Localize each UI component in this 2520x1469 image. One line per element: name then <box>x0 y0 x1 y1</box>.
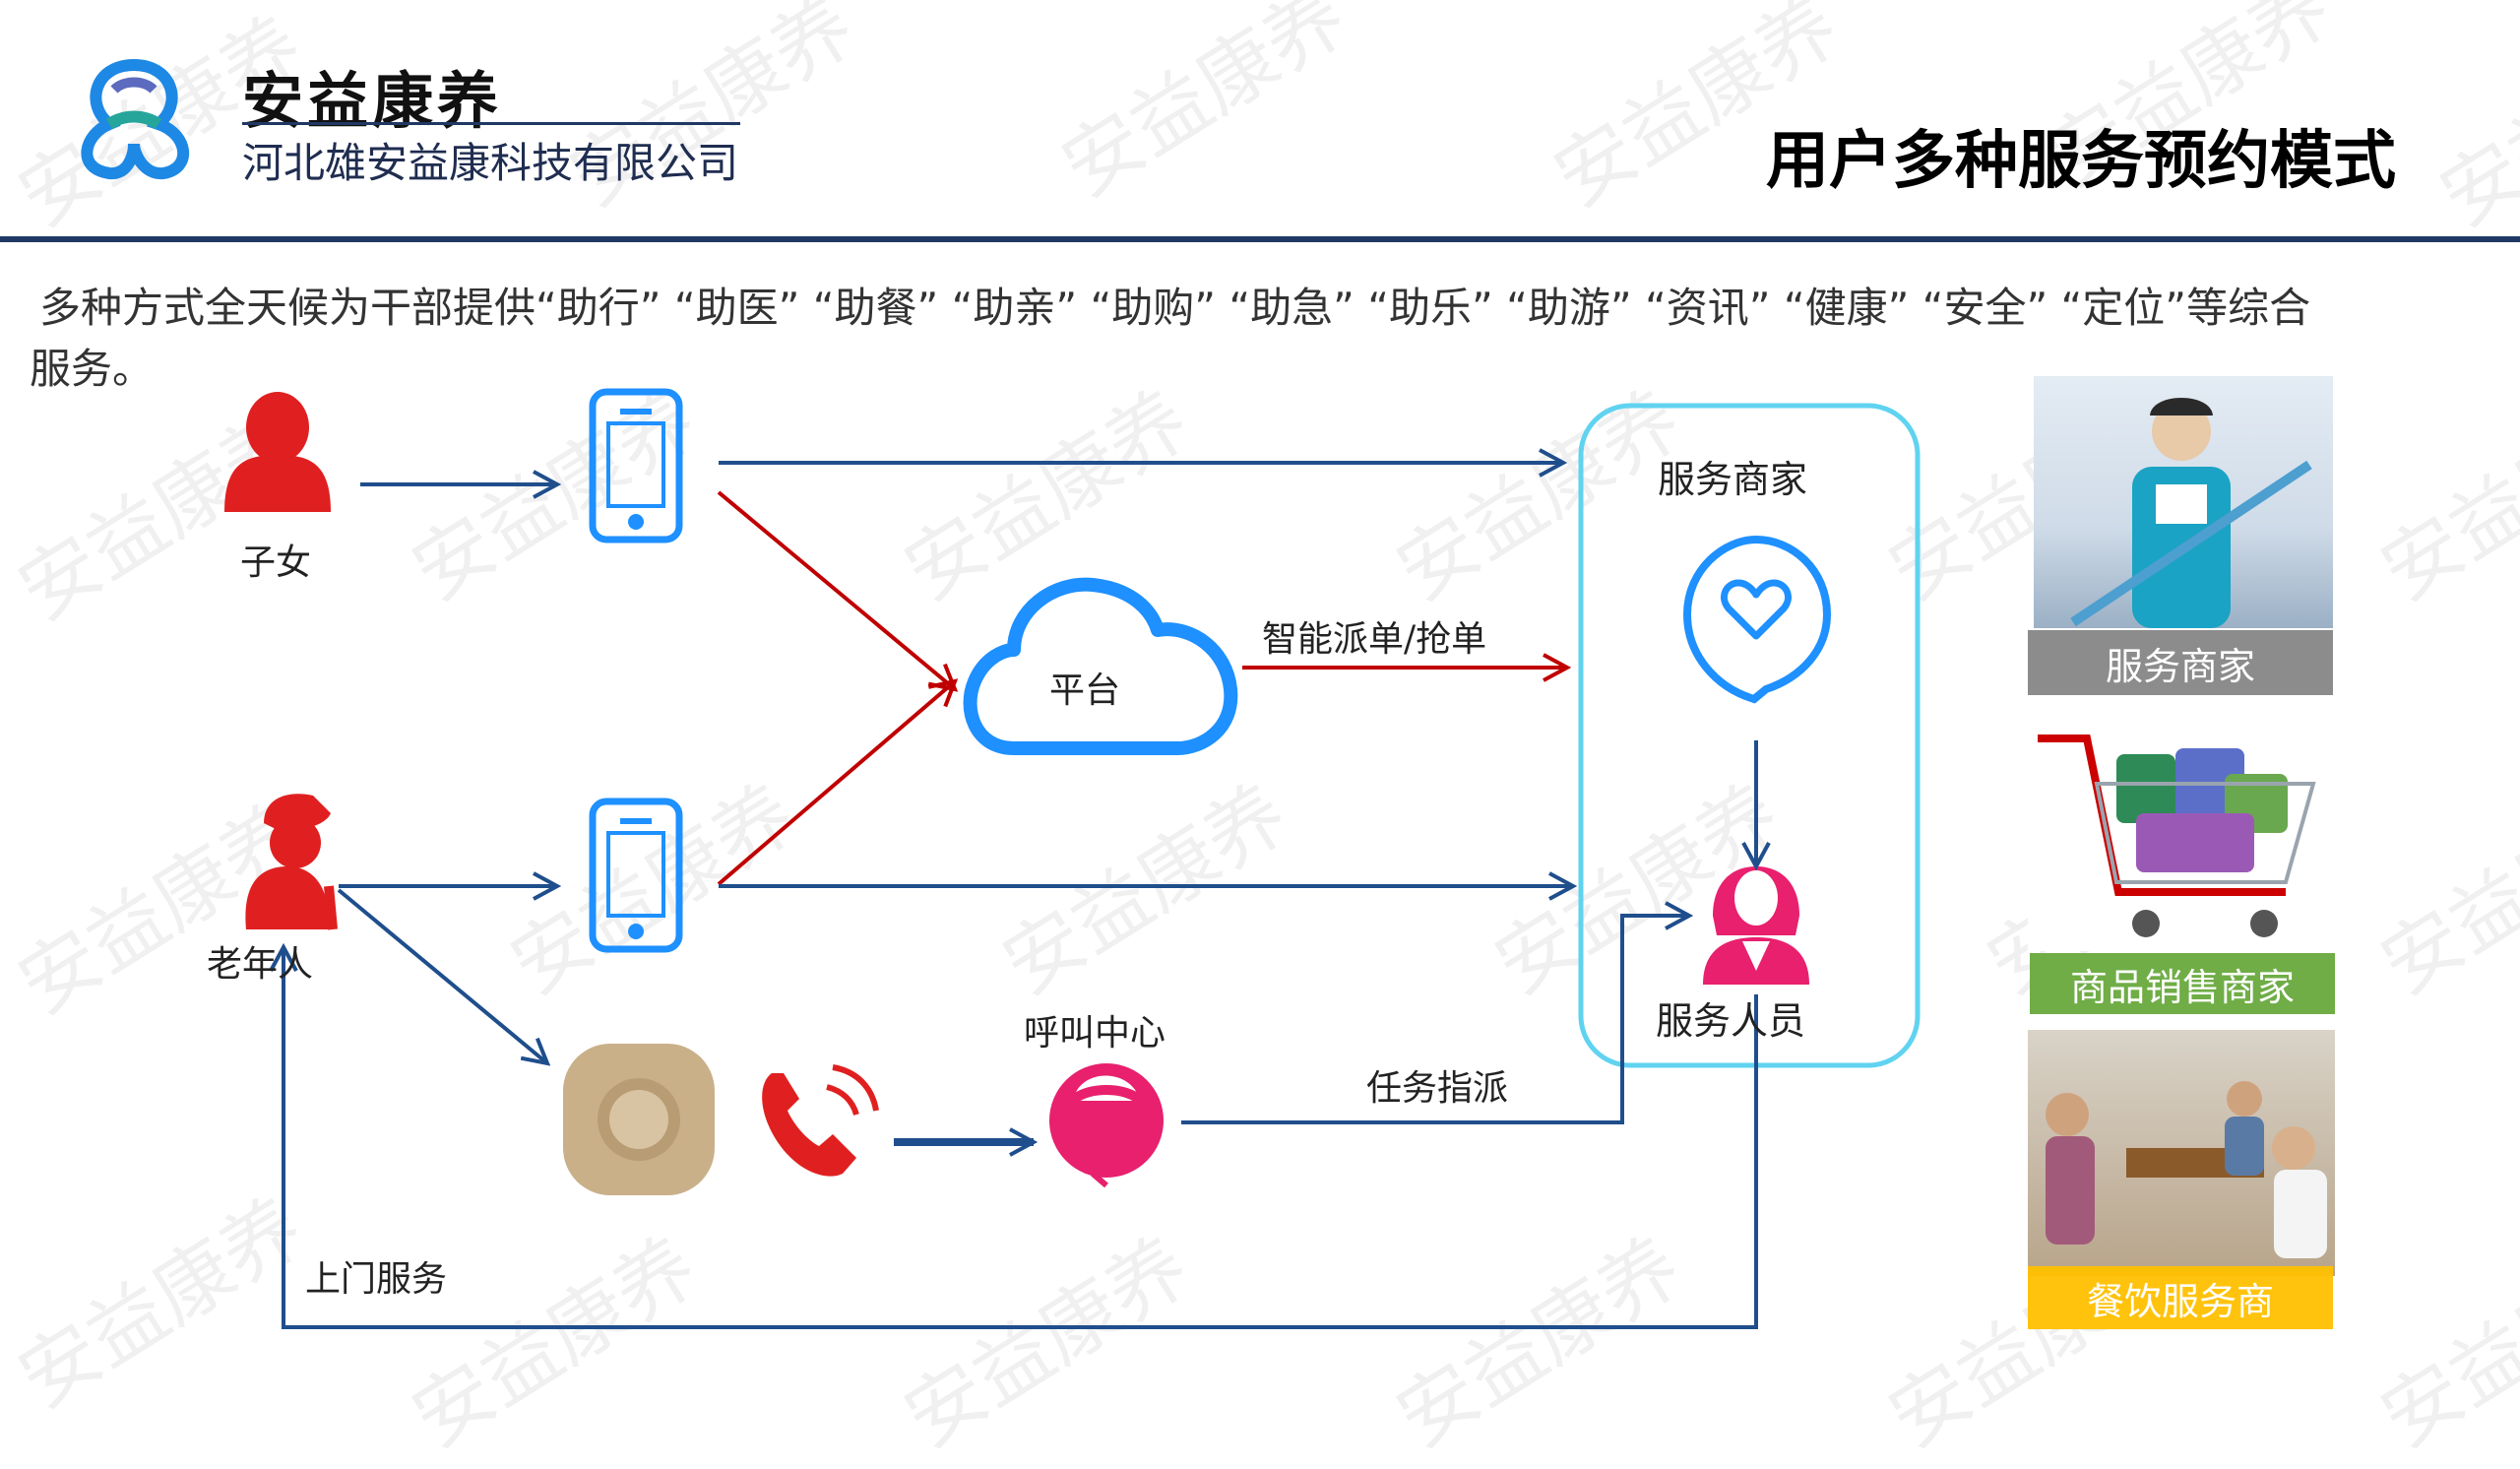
intro-text: 多种方式全天候为干部提供“助行” “助医” “助餐” “助亲” “助购” “助急… <box>30 284 2311 393</box>
side-item-merchant-label: 服务商家 <box>2105 644 2255 688</box>
arrow-elderly-to-button <box>337 888 547 1063</box>
visit-label: 上门服务 <box>305 1259 448 1300</box>
dining-photo <box>2028 1030 2335 1276</box>
service-box <box>1578 403 1921 1068</box>
company-name: 河北雄安益康科技有限公司 <box>242 139 739 187</box>
side-item-goods: 商品销售商家 <box>2030 953 2335 1014</box>
side-item-dining: 餐饮服务商 <box>2028 1266 2333 1329</box>
shopping-cart-photo <box>2028 715 2323 951</box>
service-staff-icon <box>1703 866 1809 985</box>
side-item-dining-bg <box>2028 1266 2333 1329</box>
phone-call-icon <box>762 1064 879 1177</box>
flow-diagram <box>224 388 1921 1329</box>
alarm-button-icon <box>563 1044 715 1195</box>
children-icon <box>224 392 331 512</box>
merchant-label: 服务商家 <box>1658 458 1808 501</box>
arrow-phone-to-platform <box>717 490 955 689</box>
arrow-elderly-phone-to-platform <box>717 681 955 886</box>
call-center-icon <box>1049 1063 1164 1188</box>
brand-divider <box>242 122 740 125</box>
company-logo <box>81 58 189 179</box>
arrow-visit-service <box>284 947 1758 1329</box>
side-item-merchant-bg <box>2028 630 2333 695</box>
side-item-dining-label: 餐饮服务商 <box>2086 1279 2274 1323</box>
header-divider <box>0 236 2520 242</box>
call-center-label: 呼叫中心 <box>1024 1013 1166 1054</box>
cleaner-photo <box>2034 376 2333 628</box>
side-item-goods-label: 商品销售商家 <box>2069 965 2295 1009</box>
heart-bubble-icon <box>1682 535 1832 704</box>
arrow-task-assign <box>1181 916 1689 1124</box>
platform-label: 平台 <box>1049 671 1121 711</box>
phone-icon-elderly <box>589 798 683 953</box>
elderly-icon <box>245 794 338 930</box>
slide-title: 用户多种服务预约模式 <box>1766 125 2396 198</box>
staff-label: 服务人员 <box>1656 999 1806 1043</box>
side-item-goods-bg <box>2030 953 2335 1014</box>
task-label: 任务指派 <box>1366 1068 1509 1109</box>
dispatch-label: 智能派单/抢单 <box>1262 619 1487 660</box>
side-item-merchant: 服务商家 <box>2028 630 2333 695</box>
children-label: 子女 <box>240 543 312 583</box>
elderly-label: 老年人 <box>207 944 314 985</box>
phone-icon-children <box>589 388 683 543</box>
